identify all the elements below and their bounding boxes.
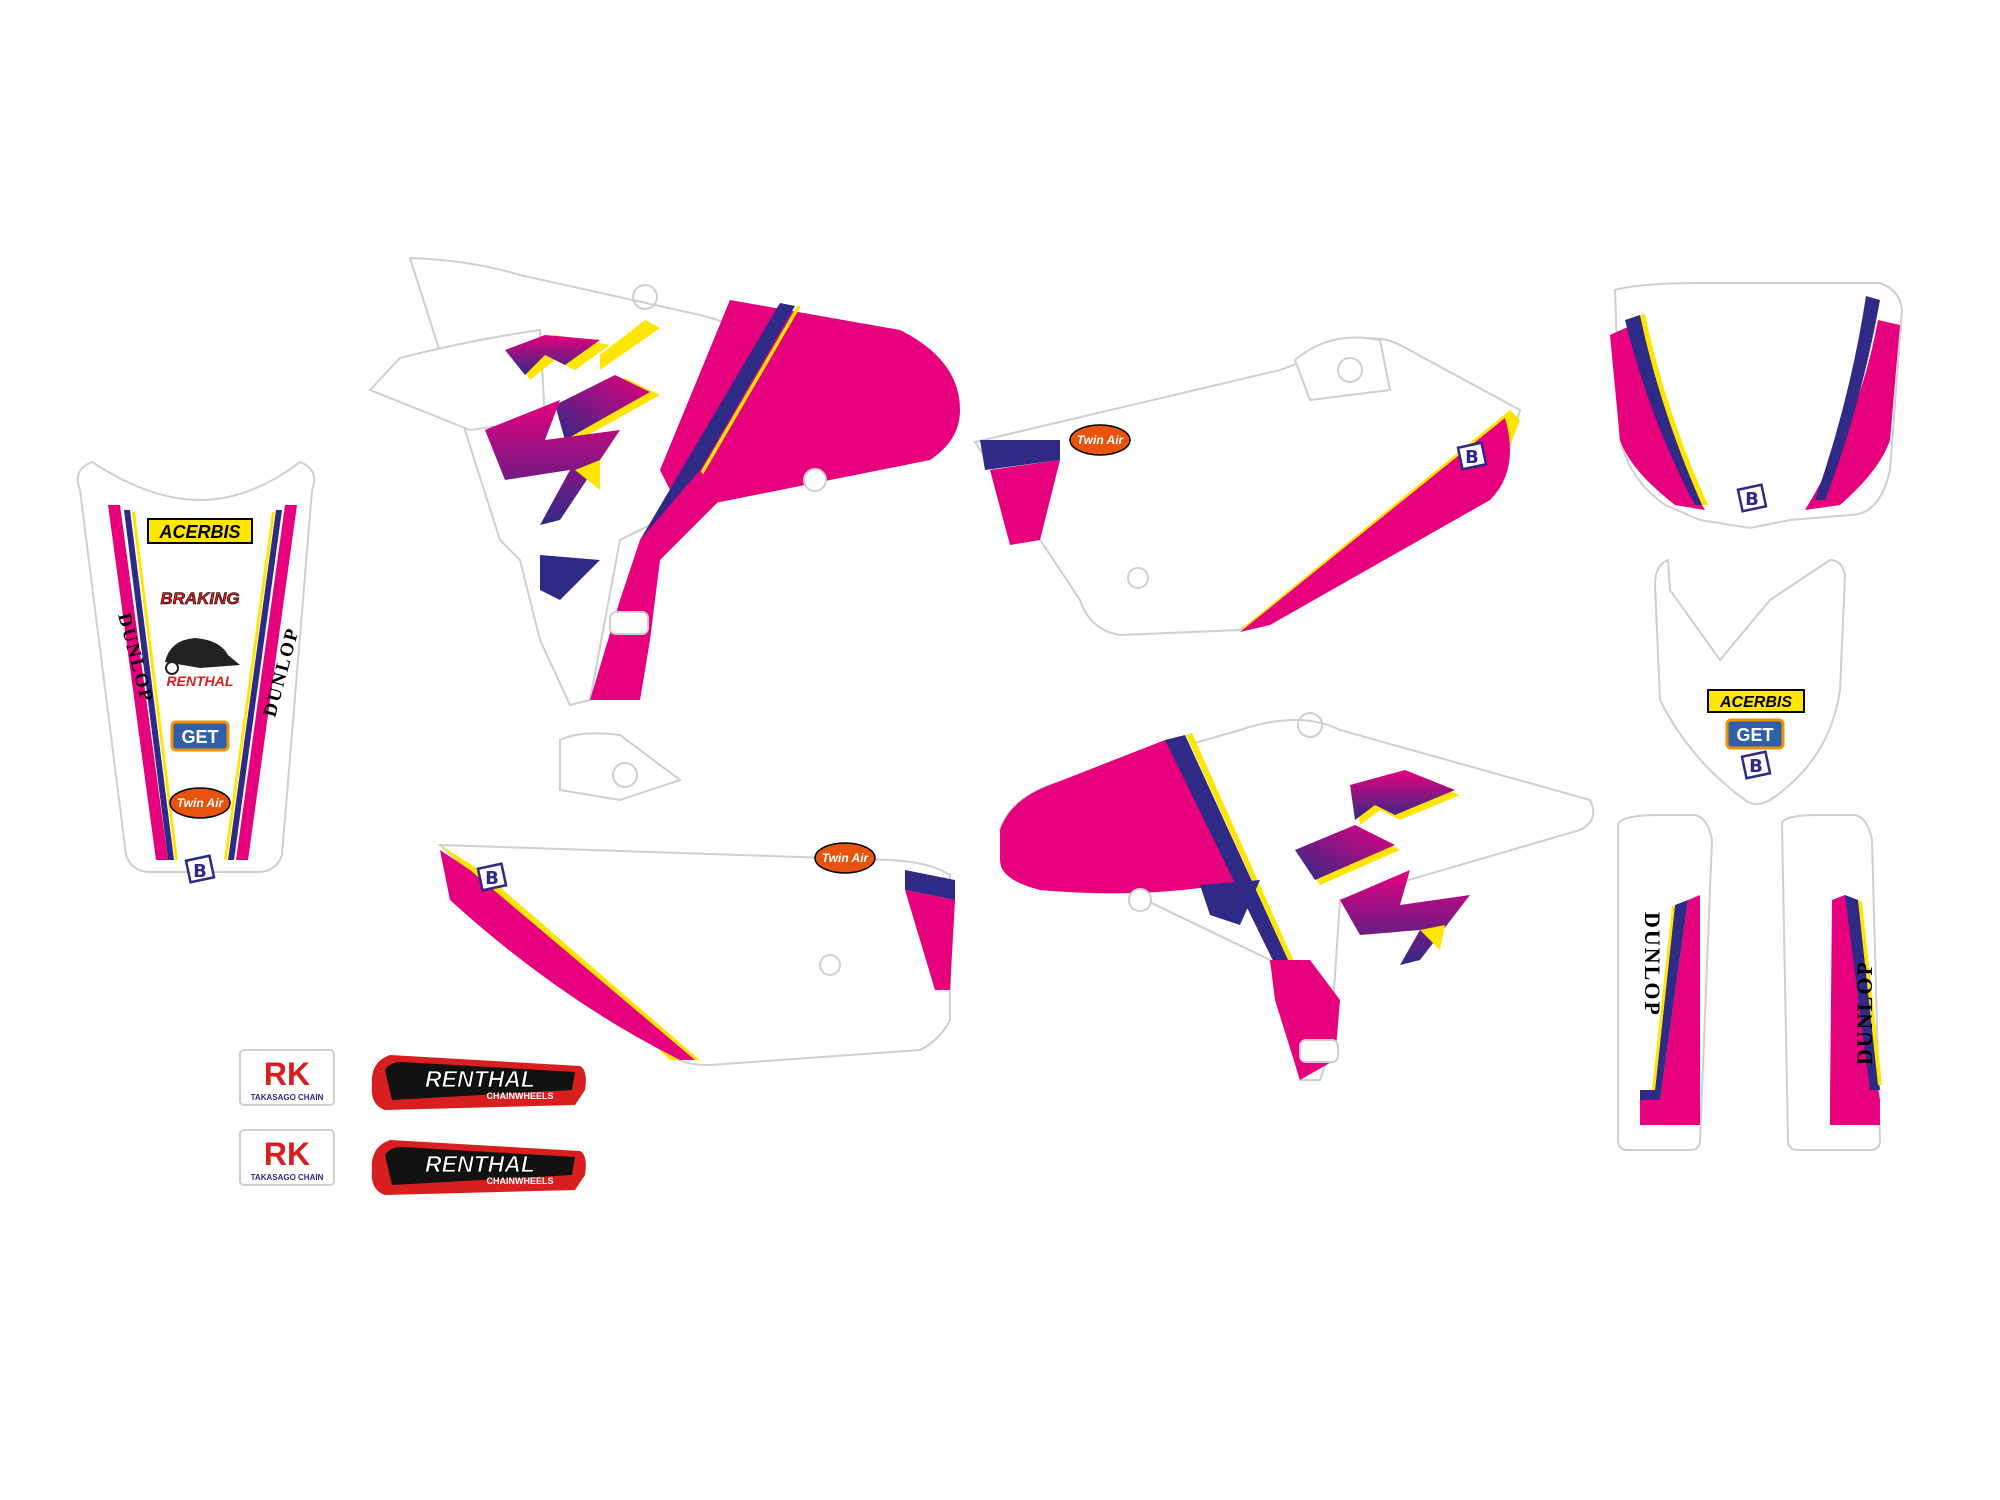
acerbis-text-fender: ACERBIS — [1719, 694, 1792, 711]
blackbird-b-icon-bottom: B — [476, 862, 508, 892]
rk-sticker-2: RK TAKASAGO CHAIN — [239, 1129, 335, 1186]
twin-air-logo-text: Twin Air — [177, 796, 225, 810]
brand-mark-text-fender: B — [1749, 756, 1763, 777]
acerbis-logo-text: ACERBIS — [158, 522, 240, 542]
acerbis-logo: ACERBIS — [147, 518, 253, 544]
braking-logo: BRAKING — [150, 588, 250, 608]
brand-mark-text-top: B — [1465, 447, 1479, 468]
renthal-text-2: RENTHAL — [425, 1151, 535, 1177]
renthal-sub-text-1: CHAINWHEELS — [487, 1091, 554, 1101]
brand-mark-text-plate: B — [1745, 489, 1759, 510]
blackbird-b-icon: B — [184, 854, 216, 884]
renthal-sticker-2: RENTHAL CHAINWHEELS — [371, 1140, 586, 1195]
rk-sub-text-1: TAKASAGO CHAIN — [251, 1093, 324, 1102]
blackbird-b-icon-plate: B — [1736, 483, 1768, 513]
get-logo-fender: GET — [1725, 718, 1785, 750]
blackbird-b-icon-fender: B — [1740, 750, 1772, 780]
rk-sub-text-2: TAKASAGO CHAIN — [251, 1173, 324, 1182]
rk-text-1: RK — [264, 1056, 310, 1092]
twin-air-text-bottom: Twin Air — [822, 851, 870, 865]
blackbird-b-icon-top: B — [1456, 441, 1488, 471]
rear-fender-decal: ACERBIS BRAKING RENTHAL GET Twin Air B D… — [76, 460, 316, 884]
dunlop-logo-fork-right: DUNLOP — [1852, 960, 1877, 1065]
get-logo: GET — [170, 720, 230, 752]
left-shroud-decal-top — [368, 256, 960, 707]
twin-air-oval-icon-top: Twin Air — [1069, 424, 1131, 456]
renthal-rider-icon: RENTHAL — [165, 638, 240, 689]
renthal-text-1: RENTHAL — [425, 1066, 535, 1092]
renthal-sticker-1: RENTHAL CHAINWHEELS — [371, 1055, 586, 1110]
get-logo-text: GET — [181, 727, 218, 747]
twin-air-text-top: Twin Air — [1077, 433, 1125, 447]
yz-graphic-right — [1200, 770, 1470, 965]
braking-logo-text: BRAKING — [160, 589, 239, 608]
renthal-logo-text: RENTHAL — [167, 673, 234, 689]
yz-graphic-left — [485, 320, 660, 525]
fork-guard-left-decal: DUNLOP — [1617, 814, 1714, 1151]
front-number-plate-decal: B — [1610, 282, 1904, 530]
front-fender-decal: ACERBIS GET B — [1653, 558, 1847, 805]
get-text-fender: GET — [1736, 725, 1773, 745]
rk-sticker-1: RK TAKASAGO CHAIN — [239, 1049, 335, 1106]
renthal-sub-text-2: CHAINWHEELS — [487, 1176, 554, 1186]
right-shroud-decal-bottom — [998, 712, 1595, 1081]
rk-text-2: RK — [264, 1136, 310, 1172]
right-side-panel-decal-top: Twin Air B — [973, 336, 1522, 637]
left-side-panel-decal-bottom: Twin Air B — [437, 732, 955, 1067]
twin-air-oval-icon-bottom: Twin Air — [814, 842, 876, 874]
brand-mark-text: B — [193, 861, 207, 882]
brand-mark-text-bottom: B — [485, 868, 499, 889]
fork-guard-right-decal: DUNLOP — [1780, 814, 1882, 1151]
twin-air-oval-icon: Twin Air — [169, 787, 231, 819]
acerbis-logo-fender: ACERBIS — [1707, 689, 1805, 713]
dunlop-logo-fork-left: DUNLOP — [1640, 912, 1665, 1017]
